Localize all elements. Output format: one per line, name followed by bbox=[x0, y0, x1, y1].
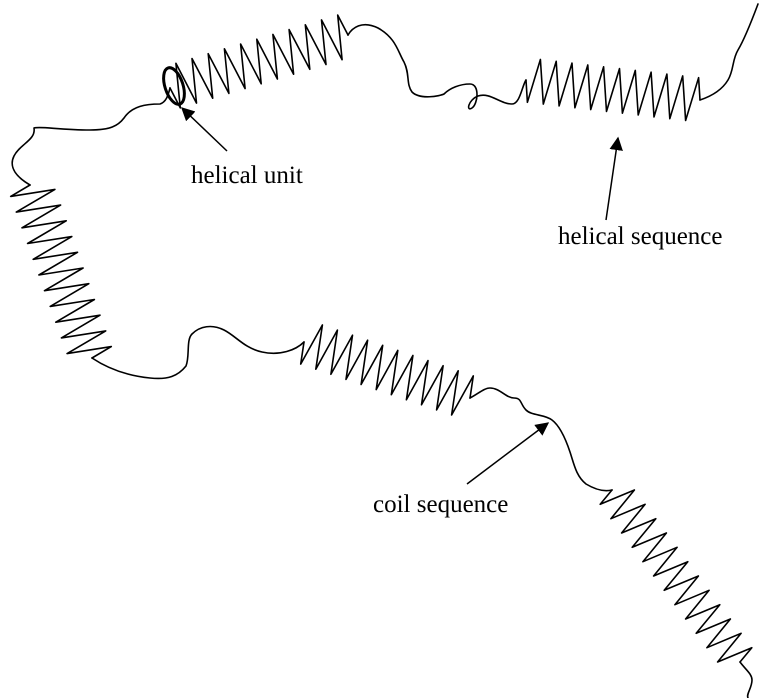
helical-unit-label: helical unit bbox=[191, 162, 303, 189]
helical-unit-arrow bbox=[181, 107, 228, 152]
coil-sequence-label: coil sequence bbox=[373, 491, 509, 518]
coil-segment bbox=[739, 661, 753, 698]
coil-segment bbox=[347, 23, 527, 110]
helical-sequences bbox=[9, 14, 753, 663]
helix-segment bbox=[299, 324, 475, 416]
helical-unit-loop bbox=[162, 66, 186, 106]
helix-segment bbox=[525, 58, 701, 122]
helix-segment bbox=[169, 14, 349, 109]
coil-segment bbox=[699, 3, 759, 101]
coil-segment bbox=[469, 387, 613, 492]
helical-sequence-arrow bbox=[605, 136, 623, 221]
helical-sequence-label: helical sequence bbox=[558, 223, 723, 250]
helix-segment bbox=[599, 489, 753, 663]
coil-segment bbox=[91, 325, 305, 380]
coil-segment bbox=[11, 87, 171, 186]
coil-sequences bbox=[11, 3, 759, 698]
helix-segment bbox=[9, 184, 113, 359]
coil-sequence-arrow bbox=[466, 422, 550, 485]
